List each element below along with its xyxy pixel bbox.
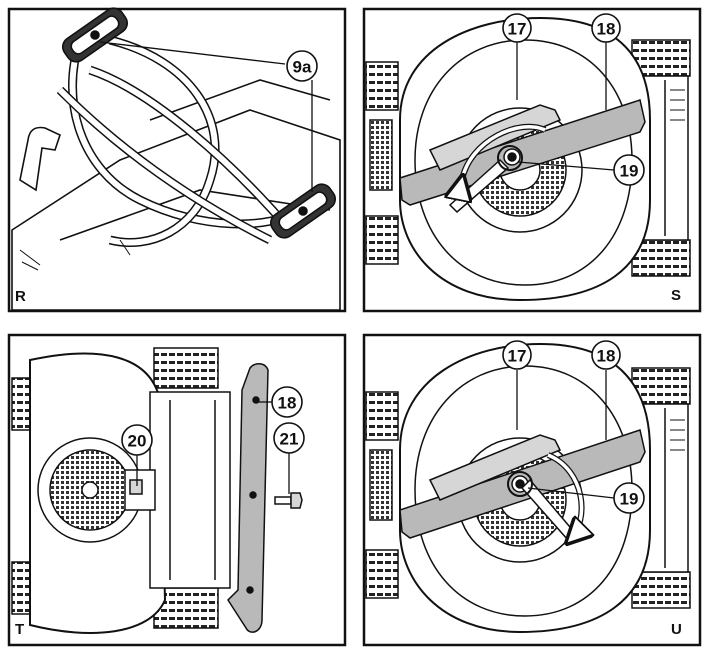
panel-t-letter: T: [15, 621, 24, 638]
callout-19-u: 19: [613, 482, 645, 514]
callout-17-u-label: 17: [508, 347, 527, 366]
callout-18-s-label: 18: [597, 20, 616, 39]
panel-s: 17 18 19 S: [362, 7, 702, 313]
callout-18-t-label: 18: [278, 394, 297, 413]
callout-19-s-label: 19: [620, 162, 639, 181]
mower-underside-t: [11, 347, 303, 634]
callout-17-s-label: 17: [508, 20, 527, 39]
panel-r-letter: R: [15, 288, 26, 305]
callout-9a-label: 9a: [293, 58, 312, 77]
callout-20-label: 20: [128, 432, 147, 451]
panel-r: 9a R: [7, 7, 347, 313]
mower-deck-s: [365, 16, 691, 302]
callout-18-t: 18: [271, 386, 303, 418]
cable-clip-bottom: [270, 183, 336, 239]
wheel-icon: [365, 391, 399, 441]
callout-18-u: 18: [591, 340, 621, 370]
callout-20: 20: [121, 424, 153, 456]
blade-t: [227, 363, 269, 633]
wheel-icon: [365, 549, 399, 599]
callout-21-label: 21: [280, 430, 299, 449]
panel-t: 20 18 21 T: [7, 333, 347, 647]
panel-s-letter: S: [671, 287, 681, 304]
callout-19-u-label: 19: [620, 490, 639, 509]
mower-deck-u: [365, 342, 691, 634]
panel-u: 17 18 19 U: [362, 333, 702, 647]
callout-17-s: 17: [502, 13, 532, 43]
callout-21: 21: [273, 422, 305, 454]
panel-u-letter: U: [671, 621, 682, 638]
wheel-icon: [365, 61, 399, 111]
wheel-icon: [631, 571, 691, 609]
callout-18-s: 18: [591, 13, 621, 43]
callout-9a: 9a: [286, 50, 318, 82]
cable-clip-top: [62, 7, 128, 63]
callout-18-u-label: 18: [597, 347, 616, 366]
bolt-icon: [274, 492, 303, 509]
callout-17-u: 17: [502, 340, 532, 370]
callout-19-s: 19: [613, 154, 645, 186]
handle-illustration: [11, 7, 341, 311]
wheel-icon: [153, 347, 219, 389]
wheel-icon: [365, 215, 399, 265]
